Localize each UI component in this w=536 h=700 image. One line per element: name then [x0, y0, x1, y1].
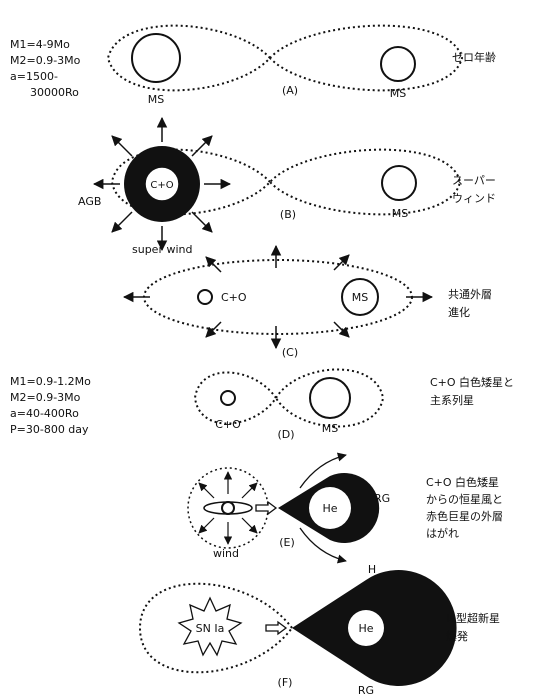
wind-label: wind: [213, 547, 239, 560]
panel-f: SN Ia He H RG (F) Ia型超新星 爆発: [140, 563, 500, 697]
white-dwarf-label: C+O: [215, 418, 241, 431]
co-core: [198, 290, 212, 304]
co-core-label: C+O: [150, 180, 173, 191]
super-wind-label: super wind: [132, 243, 192, 256]
param-a: a=40-400Ro: [10, 407, 79, 420]
parameters-wide-binary: M1=4-9Mo M2=0.9-3Mo a=1500- 30000Ro: [10, 38, 81, 99]
primary-star-label: MS: [148, 93, 164, 106]
panel-label: (E): [279, 536, 295, 549]
secondary-star-label: MS: [390, 87, 406, 100]
panel-caption-line2: 進化: [448, 305, 470, 319]
panel-caption-line1: スーパー: [452, 174, 496, 187]
param-period: P=30-800 day: [10, 423, 89, 436]
panel-e: wind He RG (E) C+O 白色矮星 からの恒星風と 赤色巨星の外層 …: [188, 455, 503, 561]
panel-caption-line2: ウィンド: [452, 192, 496, 205]
param-m1: M1=0.9-1.2Mo: [10, 375, 91, 388]
secondary-star: [382, 166, 416, 200]
secondary-star-label: MS: [392, 207, 408, 220]
panel-caption-line1: 共通外層: [448, 288, 492, 301]
panel-caption-line4: はがれ: [426, 526, 459, 540]
panel-label: (D): [277, 428, 294, 441]
panel-label: (A): [282, 84, 298, 97]
panel-caption-line2: からの恒星風と: [426, 493, 503, 506]
param-a: a=1500-: [10, 70, 58, 83]
ms-companion-label: MS: [322, 422, 338, 435]
panel-caption-line3: 赤色巨星の外層: [426, 509, 503, 523]
parameters-close-binary: M1=0.9-1.2Mo M2=0.9-3Mo a=40-400Ro P=30-…: [10, 375, 91, 436]
panel-caption-line1: C+O 白色矮星: [426, 475, 499, 489]
envelope-ejection-arrows: [124, 246, 432, 348]
red-giant-label: RG: [374, 492, 390, 505]
he-core-label: He: [322, 502, 337, 515]
supernova-label: SN Ia: [196, 622, 225, 635]
panel-d: C+O MS (D) C+O 白色矮星と 主系列星: [195, 369, 514, 441]
param-m2: M2=0.9-3Mo: [10, 391, 81, 404]
panel-a: MS MS (A) ゼロ年齢: [108, 26, 496, 106]
agb-label: AGB: [78, 195, 101, 208]
param-m1: M1=4-9Mo: [10, 38, 70, 51]
ms-companion-label: MS: [352, 291, 368, 304]
secondary-star: [381, 47, 415, 81]
hydrogen-envelope-label: H: [368, 563, 376, 576]
param-m2: M2=0.9-3Mo: [10, 54, 81, 67]
panel-caption-line2: 主系列星: [430, 393, 474, 407]
panel-label: (F): [278, 676, 293, 689]
he-core-label: He: [358, 622, 373, 635]
panel-caption-line1: C+O 白色矮星と: [430, 375, 514, 389]
mass-transfer-arrow: [256, 502, 276, 514]
panel-label: (B): [280, 208, 296, 221]
white-dwarf: [221, 391, 235, 405]
panel-c: C+O MS (C) 共通外層 進化: [124, 246, 492, 359]
primary-star: [132, 34, 180, 82]
panel-caption-line2: 爆発: [446, 629, 468, 643]
panel-caption-line1: Ia型超新星: [446, 611, 500, 625]
ms-companion: [310, 378, 350, 418]
white-dwarf: [222, 502, 234, 514]
common-envelope: [144, 260, 412, 334]
mass-transfer-arrow: [266, 622, 286, 634]
panel-caption: ゼロ年齢: [452, 50, 496, 64]
panel-b: C+O AGB super wind MS (B) スーパー ウィンド: [78, 118, 496, 256]
co-core-label: C+O: [221, 291, 247, 304]
param-a-cont: 30000Ro: [30, 86, 79, 99]
panel-label: (C): [282, 346, 298, 359]
red-giant-label: RG: [358, 684, 374, 697]
